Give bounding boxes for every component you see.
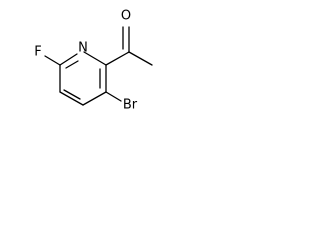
bond-c6-n (59, 53, 78, 66)
substituents (44, 26, 153, 102)
bond-c4-c5-inner (63, 89, 81, 100)
bond-n-c2 (83, 51, 107, 66)
bond-c6-n-inner (65, 60, 79, 69)
fluorine-label: F (34, 45, 41, 60)
bond-c2-carbonyl (105, 51, 130, 66)
bond-c3-c4 (82, 91, 107, 106)
bond-c3-br (105, 91, 122, 102)
pyridine-ring (59, 51, 107, 106)
bond-c6-f (44, 55, 61, 66)
bromine-label: Br (123, 98, 138, 113)
oxygen-label: O (121, 9, 131, 24)
nitrogen-label: N (78, 41, 88, 56)
molecule-structure: N O F Br (34, 9, 153, 113)
bond-c4-c5 (59, 91, 84, 106)
bond-carbonyl-methyl (128, 51, 153, 66)
atom-labels: N O F Br (34, 9, 138, 113)
